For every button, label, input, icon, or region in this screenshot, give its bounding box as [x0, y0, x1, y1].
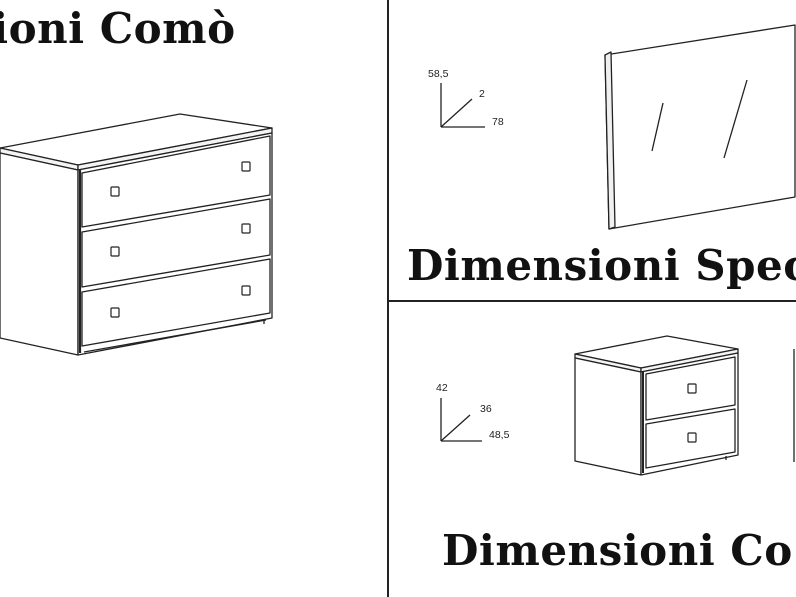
comodino-dimensions: 42 36 48,5: [433, 380, 523, 450]
comodino-panel: 42 36 48,5 Dim: [389, 302, 796, 597]
specchio-drawing: [604, 24, 796, 230]
comodino-height-label: 42: [436, 382, 448, 394]
vertical-divider: [387, 0, 389, 597]
handle-icon: [241, 285, 251, 296]
handle-icon: [241, 223, 251, 234]
handle-icon: [687, 383, 697, 394]
comodino-side: [574, 357, 642, 476]
como-drawer-3: [81, 258, 271, 347]
comodino-drawing: [574, 335, 795, 476]
dimension-axes-icon: [440, 398, 482, 442]
handle-icon: [110, 246, 120, 257]
comodino-depth-label: 36: [480, 403, 492, 415]
como-title: sioni Comò: [0, 4, 236, 53]
como-side: [0, 152, 79, 356]
handle-icon: [110, 307, 120, 318]
mirror-frame: [604, 24, 796, 230]
como-drawer-2: [81, 198, 271, 288]
dimension-axes-icon: [440, 83, 485, 128]
como-panel: sioni Comò: [0, 0, 388, 597]
specchio-depth-label: 2: [479, 88, 485, 100]
mirror-edge: [604, 51, 616, 230]
comodino-title: Dimensioni Co: [442, 526, 793, 575]
comodino-width-label: 48,5: [489, 429, 510, 441]
specchio-panel: 58,5 2 78 Dimensioni Spec: [389, 0, 796, 300]
handle-icon: [241, 161, 251, 172]
como-drawing: [0, 113, 273, 356]
specchio-dimensions: 58,5 2 78: [425, 66, 515, 136]
como-drawer-1: [81, 135, 271, 228]
horizontal-divider: [389, 300, 796, 302]
handle-icon: [110, 186, 120, 197]
specchio-height-label: 58,5: [428, 68, 449, 80]
specchio-title: Dimensioni Spec: [407, 241, 796, 290]
specchio-width-label: 78: [492, 116, 504, 128]
como-handles: [110, 161, 251, 318]
handle-icon: [687, 432, 697, 443]
